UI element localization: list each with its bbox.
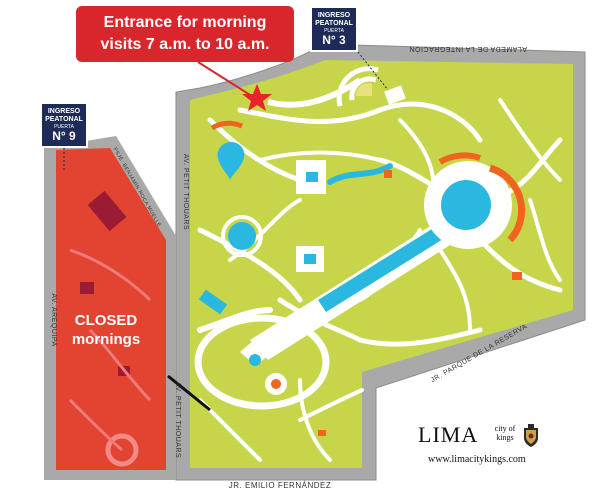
- morning-entrance-callout: Entrance for morning visits 7 a.m. to 10…: [76, 6, 294, 62]
- gate-9-number: N° 9: [52, 129, 76, 143]
- gate3-pointer: [357, 51, 389, 91]
- plaza-pool-mid: [304, 254, 316, 264]
- lower-fountain: [249, 354, 261, 366]
- gate-9-line2: PEATONAL: [45, 116, 83, 123]
- plaza-pool-north: [306, 172, 318, 182]
- plaza-orange-arc-top: [438, 152, 481, 165]
- street-petit-thouars-top: AV. PETIT THOUARS: [182, 154, 189, 230]
- long-fountain: [318, 224, 448, 312]
- gate-3-badge: INGRESO PEATONAL PUERTA N° 3: [310, 6, 358, 52]
- brand-tagline-2: kings: [496, 433, 514, 442]
- red-star-icon: [242, 84, 272, 111]
- closed-line-2: mornings: [71, 331, 141, 348]
- lower-ring-inner: [271, 379, 281, 389]
- gate-3-line2: PEATONAL: [315, 20, 353, 27]
- orange-feature-east: [512, 272, 522, 280]
- brand-url: www.limacitykings.com: [428, 454, 526, 465]
- gate-9-line1: INGRESO: [47, 108, 81, 115]
- callout-line-1: Entrance for morning: [103, 14, 267, 31]
- closed-zone-label: CLOSED mornings: [66, 311, 146, 349]
- central-fountain: [441, 180, 491, 230]
- entrance-steps: [384, 85, 406, 105]
- gate-9-badge: INGRESO PEATONAL PUERTA N° 9: [40, 102, 88, 148]
- round-pond-ring: [221, 215, 263, 257]
- gate-3-line1: INGRESO: [317, 12, 351, 19]
- street-arequipa: AV. AREQUIPA: [50, 293, 57, 346]
- street-alameda: ALAMEDA DE LA INTEGRACIÓN: [409, 45, 527, 54]
- brand-tagline: city of kings: [490, 424, 520, 442]
- gate-3-line3: PUERTA: [324, 28, 344, 34]
- closed-zone-building: [87, 190, 127, 232]
- brand-tagline-1: city of: [494, 424, 516, 433]
- street-petit-thouars-bottom: AV. PETIT THOUARS: [174, 382, 181, 458]
- stream-square: [384, 170, 392, 178]
- amphitheater-fill: [355, 83, 372, 96]
- brand-name: LIMA: [418, 422, 479, 447]
- gate-3-number: N° 3: [322, 33, 346, 47]
- teardrop-pond: [217, 142, 245, 180]
- gate-9-line3: PUERTA: [54, 124, 74, 130]
- street-emilio-fernandez: JR. EMILIO FERNÁNDEZ: [229, 481, 331, 490]
- closed-zone-block: [80, 282, 94, 294]
- north-road: [267, 77, 362, 108]
- lower-square: [240, 338, 272, 366]
- callout-line-2: visits 7 a.m. to 10 a.m.: [100, 36, 270, 53]
- winding-stream: [327, 163, 393, 185]
- plaza-orange-arc: [488, 164, 526, 243]
- closed-zone-circle: [105, 433, 139, 467]
- callout-pointer: [197, 61, 256, 99]
- round-pond: [228, 222, 256, 250]
- closed-zone-paths: [68, 248, 152, 452]
- coat-of-arms-icon: [524, 424, 538, 447]
- tunnel-link: [167, 374, 211, 412]
- orange-feature-top: [210, 120, 243, 131]
- lower-loop: [194, 314, 330, 410]
- small-pool-west: [198, 289, 228, 315]
- orange-feature-south: [318, 430, 326, 436]
- closed-line-1: CLOSED: [74, 312, 138, 329]
